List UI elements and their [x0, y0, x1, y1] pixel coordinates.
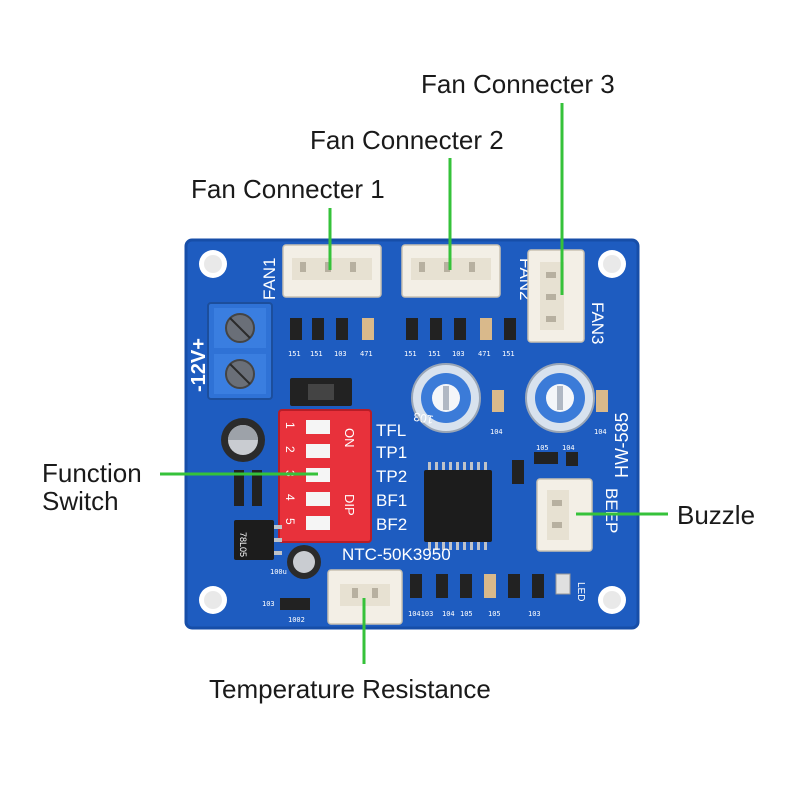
callout-switch-label: Switch: [42, 486, 119, 516]
svg-text:103: 103: [452, 350, 465, 358]
callout-buzzle: Buzzle: [677, 500, 756, 530]
regulator-78l05: 78L05: [234, 520, 282, 560]
svg-text:151: 151: [404, 350, 417, 358]
fan1-connector: [282, 244, 382, 298]
svg-text:78L05: 78L05: [238, 532, 248, 557]
callout-fan-connecter-3: Fan Connecter 3: [421, 69, 615, 99]
dip-switch: [278, 409, 372, 543]
power-silk-label: -12V+: [188, 338, 210, 392]
callout-function-label: Function: [42, 458, 142, 488]
svg-text:TFL: TFL: [376, 421, 406, 440]
dip-on-label: ON: [342, 428, 357, 448]
svg-text:103: 103: [334, 350, 347, 358]
callout-temperature-resistance: Temperature Resistance: [209, 674, 491, 704]
misc-code-2: 104: [594, 428, 607, 436]
smd-resistors-bottom: [410, 574, 544, 598]
svg-text:1: 1: [283, 422, 297, 429]
smd-codes-bottom: 104103 104 105 105 103: [408, 610, 541, 618]
svg-text:BF2: BF2: [376, 515, 407, 534]
misc-code-6: 103: [262, 600, 275, 608]
svg-text:151: 151: [428, 350, 441, 358]
svg-text:4: 4: [283, 494, 297, 501]
svg-text:104103: 104103: [408, 610, 433, 618]
svg-text:TP2: TP2: [376, 467, 407, 486]
electrolytic-capacitor: [221, 418, 265, 462]
svg-text:471: 471: [360, 350, 373, 358]
smd-codes-row2: 151 151 103 471 151: [404, 350, 515, 358]
svg-text:103: 103: [528, 610, 541, 618]
svg-text:105: 105: [488, 610, 501, 618]
svg-text:BF1: BF1: [376, 491, 407, 510]
model-silk-label: HW-585: [612, 412, 632, 478]
leader-lines: [160, 103, 668, 664]
misc-code-5: 100u: [270, 568, 287, 576]
svg-text:104: 104: [442, 610, 455, 618]
potentiometer-2: [525, 363, 595, 433]
electrolytic-capacitor-2: [287, 545, 321, 579]
svg-text:151: 151: [288, 350, 301, 358]
beep-silk-label: BEEP: [602, 488, 621, 533]
smd-codes-row1: 151 151 103 471: [288, 350, 373, 358]
fan3-silk-label: FAN3: [588, 302, 607, 345]
mounting-holes: [199, 250, 626, 614]
svg-text:105: 105: [460, 610, 473, 618]
ic-chip: [424, 462, 492, 550]
misc-code-7: 1002: [288, 616, 305, 624]
fan3-connector: [527, 249, 585, 343]
callout-fan-connecter-1: Fan Connecter 1: [191, 174, 385, 204]
dip-function-labels: TFL TP1 TP2 BF1 BF2: [376, 421, 407, 534]
svg-text:471: 471: [478, 350, 491, 358]
callout-fan-connecter-2: Fan Connecter 2: [310, 125, 504, 155]
smd-resistors-top: [290, 318, 516, 340]
svg-text:2: 2: [283, 446, 297, 453]
led-silk-label: LED: [575, 582, 586, 601]
svg-text:151: 151: [310, 350, 323, 358]
status-led: [555, 573, 571, 595]
svg-text:103: 103: [412, 410, 434, 427]
svg-text:TP1: TP1: [376, 443, 407, 462]
ntc-silk-label: NTC-50K3950: [342, 545, 451, 564]
ntc-connector: [327, 569, 403, 625]
potentiometer-1: 103: [411, 363, 481, 433]
misc-code-3: 105: [536, 444, 549, 452]
power-terminal-block: [207, 302, 273, 400]
svg-text:5: 5: [283, 518, 297, 525]
misc-code-4: 104: [562, 444, 575, 452]
misc-code-1: 104: [490, 428, 503, 436]
dip-type-label: DIP: [342, 494, 357, 516]
svg-text:151: 151: [502, 350, 515, 358]
fan1-silk-label: FAN1: [260, 257, 279, 300]
